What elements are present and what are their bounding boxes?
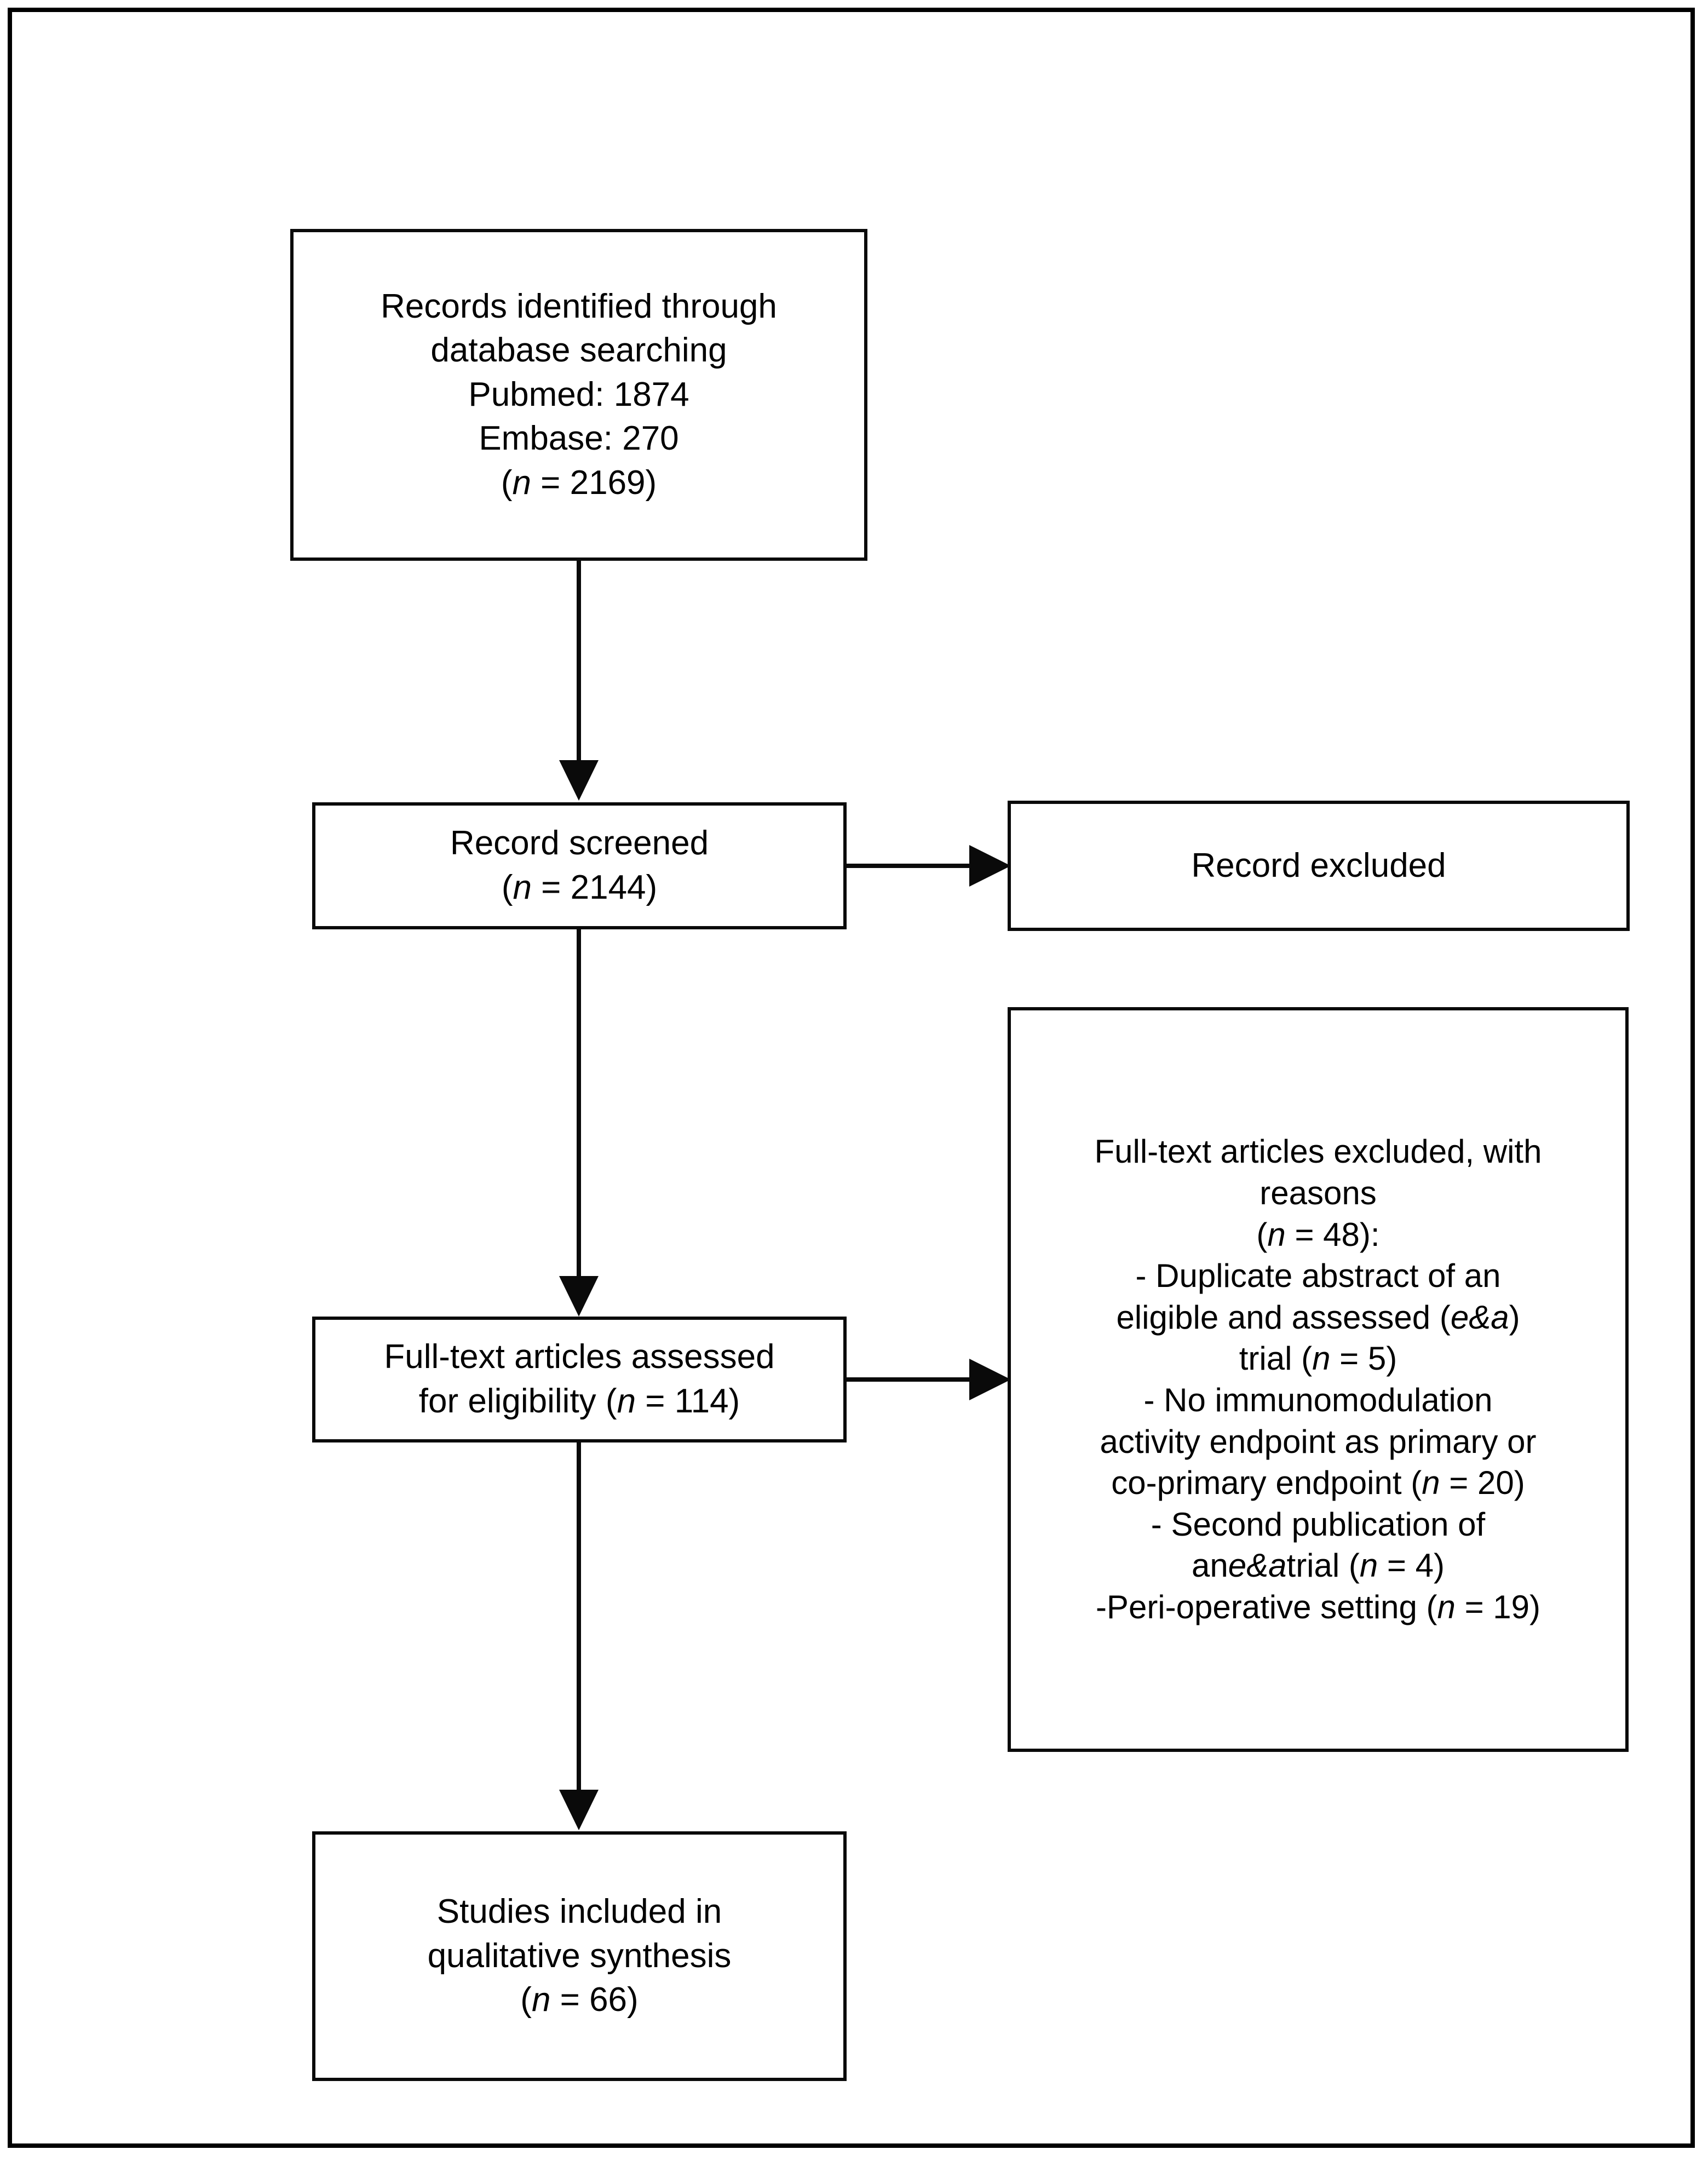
studies-included-box: Studies included in qualitative synthesi…	[312, 1831, 847, 2081]
fulltext-excluded-text: Full-text articles excluded, with reason…	[1094, 1133, 1542, 1625]
fulltext-assessed-box: Full-text articles assessed for eligibil…	[312, 1317, 847, 1442]
connector-screened-to-fulltext-line	[577, 929, 581, 1280]
records-screened-text: Record screened (n = 2144)	[450, 824, 709, 906]
arrow-right-icon-fulltext-to-fulltext-excluded	[969, 1359, 1011, 1400]
figure-outer-frame: Records identified through database sear…	[8, 8, 1695, 2148]
connector-fulltext-to-included-line	[577, 1442, 581, 1793]
fulltext-excluded-box: Full-text articles excluded, with reason…	[1008, 1007, 1629, 1752]
connector-screened-to-record-excluded-line	[847, 864, 973, 868]
studies-included-text: Studies included in qualitative synthesi…	[427, 1893, 732, 2019]
connector-fulltext-to-fulltext-excluded-line	[847, 1377, 973, 1382]
connector-identified-to-screened-line	[577, 561, 581, 763]
records-identified-box: Records identified through database sear…	[290, 229, 867, 561]
arrow-down-icon-identified-to-screened	[559, 760, 599, 801]
records-excluded-text: Record excluded	[1191, 846, 1446, 884]
arrow-right-icon-screened-to-record-excluded	[969, 845, 1011, 887]
fulltext-assessed-text: Full-text articles assessed for eligibil…	[384, 1338, 775, 1420]
records-identified-text: Records identified through database sear…	[381, 287, 777, 502]
records-excluded-box: Record excluded	[1008, 801, 1630, 931]
arrow-down-icon-screened-to-fulltext	[559, 1276, 599, 1317]
arrow-down-icon-fulltext-to-included	[559, 1790, 599, 1830]
records-screened-box: Record screened (n = 2144)	[312, 802, 847, 929]
